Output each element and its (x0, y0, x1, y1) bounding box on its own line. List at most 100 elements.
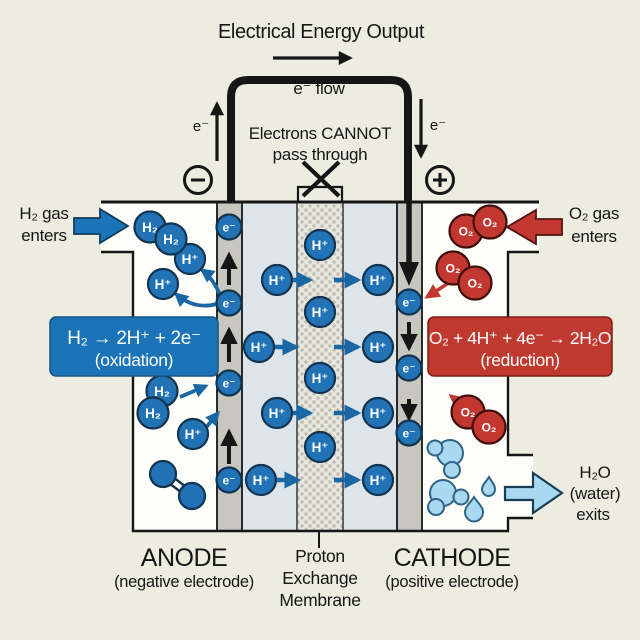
svg-text:O₂: O₂ (459, 224, 474, 238)
svg-text:H⁺: H⁺ (251, 340, 268, 355)
cathode-label: CATHODE (394, 544, 511, 572)
electron-particle: e⁻ (395, 354, 423, 382)
membrane-label-line1: Proton (295, 546, 345, 566)
electron-label-right: e⁻ (430, 117, 446, 134)
h-plus-particle: H⁺ (176, 417, 210, 451)
circuit-wire (227, 76, 412, 202)
svg-text:H₂: H₂ (142, 220, 158, 235)
svg-text:e⁻: e⁻ (402, 426, 415, 440)
reduction-label: (reduction) (480, 350, 559, 370)
anode-sublabel: (negative electrode) (114, 573, 254, 591)
svg-text:O₂: O₂ (461, 405, 476, 419)
svg-text:H⁺: H⁺ (312, 440, 329, 455)
minus-terminal-icon (183, 165, 213, 195)
o2-inlet-arrow (505, 208, 563, 246)
o2-gas-label-line1: O₂ gas (569, 204, 619, 223)
svg-text:H⁺: H⁺ (370, 340, 387, 355)
svg-text:H₂: H₂ (145, 406, 161, 421)
h-plus-particle: H⁺ (173, 242, 207, 276)
proton-flow-arrows (272, 271, 362, 489)
diagram-title: Electrical Energy Output (218, 21, 425, 43)
water-exit-label-line1: H₂O (579, 463, 610, 482)
svg-text:H⁺: H⁺ (185, 427, 202, 442)
reduction-reaction-box (427, 316, 613, 377)
svg-text:H⁺: H⁺ (370, 473, 387, 488)
h-plus-particle: H⁺ (361, 396, 395, 430)
h-plus-particle: H⁺ (303, 361, 337, 395)
electron-flow-label: e⁻ flow (293, 79, 345, 98)
svg-text:H⁺: H⁺ (312, 371, 329, 386)
cross-out-icon (301, 160, 341, 198)
svg-text:H⁺: H⁺ (182, 252, 199, 267)
o2-molecule-particle: O₂ (457, 265, 493, 301)
svg-text:e⁻: e⁻ (402, 361, 415, 375)
svg-text:H⁺: H⁺ (253, 473, 270, 488)
h-plus-particle: H⁺ (303, 228, 337, 262)
svg-text:O₂: O₂ (483, 215, 498, 229)
svg-text:O₂: O₂ (482, 420, 497, 434)
svg-text:H⁺: H⁺ (155, 277, 172, 292)
svg-text:H₂: H₂ (163, 232, 179, 247)
h2-molecule-particle: H₂ (154, 222, 188, 256)
h2-molecule-particle: H₂ (136, 396, 170, 430)
anode-label: ANODE (141, 544, 227, 572)
svg-text:O₂: O₂ (468, 276, 483, 290)
electrons-cannot-label-line1: Electrons CANNOT (249, 124, 392, 143)
svg-text:H₂: H₂ (154, 384, 170, 399)
svg-text:H⁺: H⁺ (269, 406, 286, 421)
o2-molecule-particle: O₂ (472, 204, 508, 240)
svg-text:e⁻: e⁻ (222, 296, 235, 310)
electrons-cannot-label-line2: pass through (273, 145, 368, 164)
h-plus-particle: H⁺ (146, 267, 180, 301)
h-plus-particle: H⁺ (361, 330, 395, 364)
water-droplets (463, 475, 497, 523)
svg-text:H⁺: H⁺ (312, 238, 329, 253)
membrane-bracket (296, 185, 344, 202)
water-exit-label-line3: exits (576, 505, 609, 524)
cathode-wire-arrowhead (399, 262, 419, 286)
oxidation-formula: H₂ → 2H⁺ + 2e⁻ (67, 328, 201, 349)
h2o-outlet-arrow (503, 470, 564, 516)
water-exit-label-line2: (water) (570, 484, 621, 503)
electron-particle: e⁻ (215, 369, 243, 397)
svg-text:H⁺: H⁺ (370, 406, 387, 421)
electron-particle: e⁻ (215, 289, 243, 317)
svg-text:e⁻: e⁻ (222, 220, 235, 234)
electron-particle: e⁻ (215, 466, 243, 494)
h-plus-particle: H⁺ (242, 330, 276, 364)
electron-label-left: e⁻ (193, 118, 209, 135)
svg-text:H⁺: H⁺ (269, 273, 286, 288)
svg-text:e⁻: e⁻ (222, 473, 235, 487)
h-plus-particle: H⁺ (361, 263, 395, 297)
electron-particle: e⁻ (395, 288, 423, 316)
svg-text:e⁻: e⁻ (222, 376, 235, 390)
h-plus-particle: H⁺ (303, 295, 337, 329)
plus-terminal-icon (425, 165, 455, 195)
particles-layer: e⁻ e⁻ e⁻ e⁻ e⁻ e⁻ e⁻ H⁺ H⁺ H⁺ H⁺ H⁺ H⁺ H⁺ H⁺ H⁺ H⁺ H⁺ H⁺ H⁺… (133, 204, 508, 497)
h2-molecule-particle: H₂ (133, 210, 167, 244)
o2-gas-label-line2: enters (571, 227, 616, 246)
membrane-label-line3: Membrane (279, 590, 360, 610)
membrane-label-line2: Exchange (282, 568, 357, 588)
oxidation-label: (oxidation) (95, 350, 173, 370)
oxidation-reaction-box (49, 316, 219, 377)
reduction-formula: O₂ + 4H⁺ + 4e⁻ → 2H₂O (429, 328, 611, 348)
svg-text:e⁻: e⁻ (402, 295, 415, 309)
electron-particle: e⁻ (215, 213, 243, 241)
cathode-sublabel: (positive electrode) (385, 573, 518, 591)
h-plus-particle: H⁺ (260, 263, 294, 297)
svg-text:O₂: O₂ (446, 261, 461, 275)
h-plus-particle: H⁺ (361, 463, 395, 497)
svg-text:H⁺: H⁺ (370, 273, 387, 288)
h2-inlet-arrow (73, 207, 130, 245)
h-plus-particle: H⁺ (244, 463, 278, 497)
o2-molecule-particle: O₂ (471, 409, 507, 445)
h2-gas-label-line1: H₂ gas (19, 204, 68, 223)
h2-molecule-bond (148, 459, 207, 511)
h-plus-particle: H⁺ (260, 396, 294, 430)
electron-particle: e⁻ (395, 419, 423, 447)
water-molecules (426, 439, 470, 516)
h-plus-particle: H⁺ (303, 430, 337, 464)
